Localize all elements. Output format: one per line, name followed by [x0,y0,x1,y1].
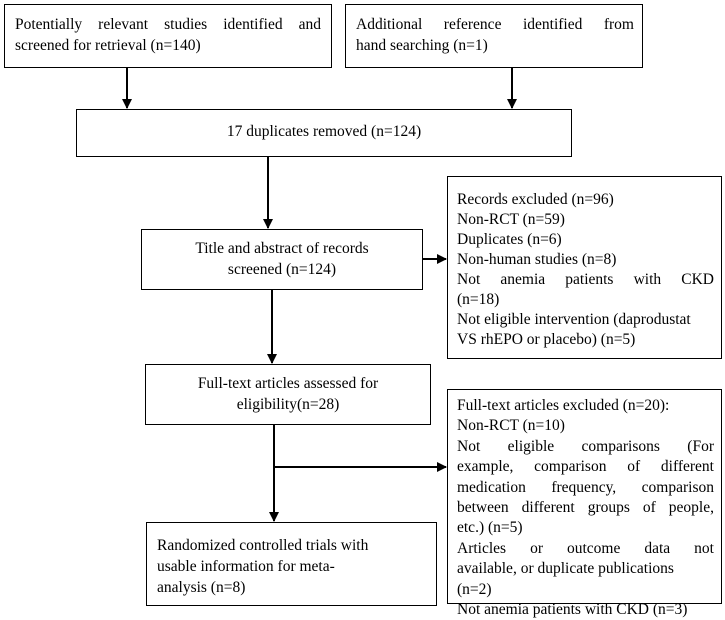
box-text-line: available, or duplicate publications [457,560,674,578]
duplicates-removed-box: 17 duplicates removed (n=124) [76,109,572,157]
box-text-line: (n=18) [457,291,500,308]
box-text-line: Full-text articles excluded (n=20): [457,397,670,414]
box-text-line: Potentially relevant studies identified … [15,16,321,33]
box-text-line: hand searching (n=1) [356,37,488,54]
box-text-line: Title and abstract of records [195,240,369,257]
box-text-line: Non-RCT (n=10) [457,417,565,435]
box-text-line: example, comparison of different [457,458,714,476]
box-text-line: Not eligible intervention (daprodustat [457,311,691,328]
box-text-line: Non-human studies (n=8) [457,251,617,268]
fulltext-excluded-box: Full-text articles excluded (n=20): Non-… [447,389,722,618]
box-text-line: medication frequency, comparison [457,478,714,496]
box-text-line: etc.) (n=5) [457,519,523,537]
box-text-line: Records excluded (n=96) [457,191,614,208]
box-text-line: Randomized controlled trials with [157,537,369,554]
box-text-line: eligibility(n=28) [236,396,340,413]
box-text-line: VS rhEPO or placebo) (n=5) [457,331,636,348]
box-text-line: Not eligible comparisons (For [457,437,714,455]
records-excluded-box: Records excluded (n=96) Non-RCT (n=59) D… [447,176,722,359]
box-text-line: between different groups of people, [457,499,714,517]
included-trials-box: Randomized controlled trials with usable… [146,522,437,606]
fulltext-assessed-box: Full-text articles assessed for eligibil… [145,364,431,425]
box-text-line: Duplicates (n=6) [457,231,562,248]
identified-box: Potentially relevant studies identified … [4,4,332,68]
box-text-line: usable information for meta- [157,558,335,575]
box-text-line: (n=2) [457,580,492,598]
box-text-line: screened for retrieval (n=140) [15,37,201,54]
box-text-line: analysis (n=8) [157,579,246,596]
box-text-line: 17 duplicates removed (n=124) [226,123,422,140]
box-text-line: Not anemia patients with CKD (n=3) [457,601,688,619]
box-text-line: Articles or outcome data not [457,539,714,557]
box-text-line: Full-text articles assessed for [197,375,379,392]
box-text-line: Additional reference identified from [356,16,634,33]
additional-reference-box: Additional reference identified from han… [345,4,643,68]
box-text-line: screened (n=124) [227,261,337,278]
box-text-line: Non-RCT (n=59) [457,211,565,228]
box-text-line: Not anemia patients with CKD [457,271,714,288]
title-abstract-screened-box: Title and abstract of records screened (… [141,229,423,290]
